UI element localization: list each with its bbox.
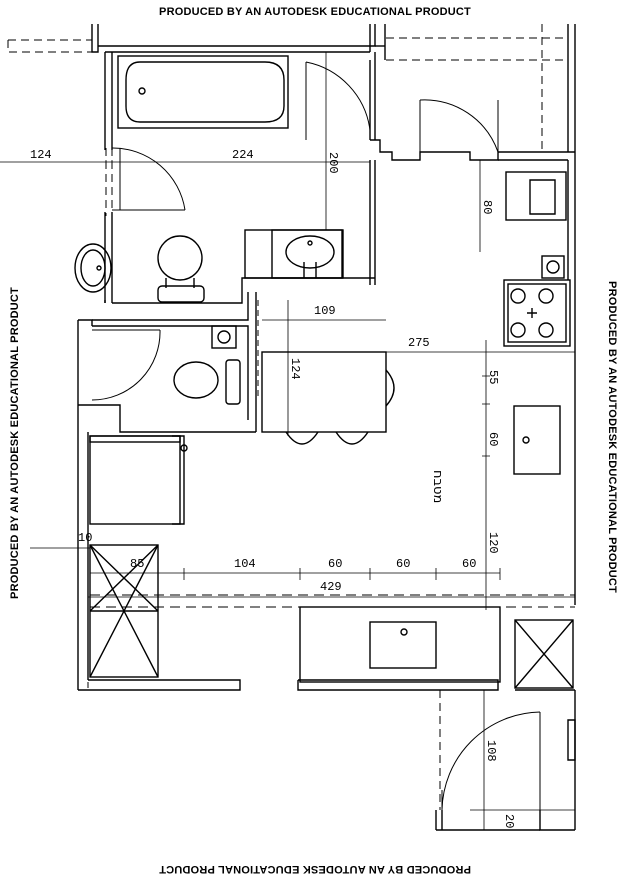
dim-60-vertical: 60 <box>486 432 500 446</box>
walls <box>77 24 576 831</box>
dim-20: 20 <box>502 814 516 828</box>
dim-104: 104 <box>234 557 256 571</box>
dimension-lines <box>0 52 575 830</box>
dim-60-a: 60 <box>328 557 342 571</box>
dim-60-b: 60 <box>396 557 410 571</box>
dim-120: 120 <box>486 532 500 554</box>
dining-table <box>261 351 395 445</box>
kitchen-sink-right <box>513 405 561 475</box>
dim-429: 429 <box>320 580 342 594</box>
dim-109: 109 <box>314 304 336 318</box>
round-basin <box>74 243 112 293</box>
room-label-kitchen: מטבח <box>430 470 445 503</box>
toilet-bath <box>157 235 205 303</box>
dim-60-c: 60 <box>462 557 476 571</box>
dim-80: 80 <box>480 200 494 214</box>
washer <box>505 171 567 279</box>
dim-124-vertical: 124 <box>288 358 302 380</box>
dim-224: 224 <box>232 148 254 162</box>
kitchen-sink-bottom <box>299 606 501 683</box>
vanity-sink <box>244 229 344 279</box>
dim-108: 108 <box>484 740 498 762</box>
dim-55: 55 <box>486 370 500 384</box>
shaft-right <box>514 619 574 689</box>
bathtub <box>117 55 289 129</box>
dim-124-horizontal: 124 <box>30 148 52 162</box>
hidden-lines <box>7 24 575 810</box>
dim-85: 85 <box>130 557 144 571</box>
watermark-top: PRODUCED BY AN AUTODESK EDUCATIONAL PROD… <box>159 6 471 18</box>
bed <box>89 435 188 525</box>
dim-10: 10 <box>78 531 92 545</box>
cooktop <box>503 279 571 347</box>
dim-275: 275 <box>408 336 430 350</box>
shaft-left <box>89 544 159 678</box>
toilet-wc <box>173 325 241 405</box>
doors <box>91 61 541 811</box>
dim-200: 200 <box>326 152 340 174</box>
